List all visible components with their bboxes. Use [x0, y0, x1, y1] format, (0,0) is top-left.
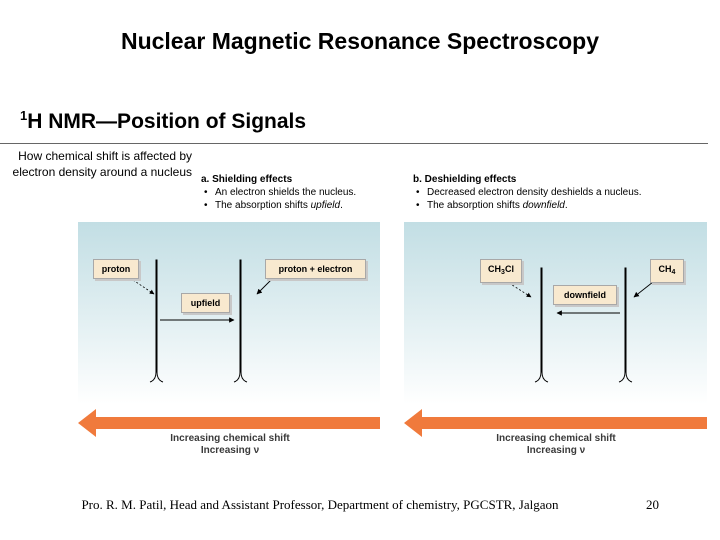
shielding-bullet-2-em: upfield: [310, 200, 341, 211]
shielding-panel: [78, 222, 380, 404]
label-ch3cl-main: CH: [488, 264, 502, 274]
shielding-heading-block: a. Shielding effects An electron shields…: [201, 173, 356, 212]
shielding-peak-upfield: [233, 259, 248, 383]
deshielding-chemical-shift-arrow: [404, 409, 707, 437]
shielding-chemical-shift-arrow: [78, 409, 380, 437]
shielding-pointer-electron: [256, 277, 274, 295]
shielding-caption-line-1: Increasing chemical shift: [170, 433, 290, 444]
deshielding-panel: [404, 222, 707, 404]
deshielding-heading-block: b. Deshielding effects Decreased electro…: [413, 173, 642, 212]
deshielding-bullet-2: The absorption shifts downfield.: [413, 199, 642, 212]
shielding-bullet-2: The absorption shifts upfield.: [201, 199, 356, 212]
label-proton: proton: [93, 259, 139, 279]
deshielding-caption: Increasing chemical shift Increasing ν: [426, 433, 686, 457]
label-downfield: downfield: [553, 285, 617, 305]
shielding-bullet-1: An electron shields the nucleus.: [201, 186, 356, 199]
label-proton-electron: proton + electron: [265, 259, 366, 279]
deshielding-pointer-ch4: [633, 281, 654, 298]
shielding-caption: Increasing chemical shift Increasing ν: [100, 433, 360, 457]
shielding-heading: a. Shielding effects: [201, 174, 293, 185]
label-ch4-sub: 4: [671, 269, 676, 276]
deshielding-bullet-2-suffix: .: [564, 200, 568, 211]
subtitle-text: H NMR—Position of Signals: [27, 110, 307, 133]
deshielding-caption-line-2: Increasing ν: [526, 445, 586, 456]
label-ch3cl-tail: Cl: [504, 264, 514, 274]
deshielding-caption-line-1: Increasing chemical shift: [496, 433, 616, 444]
shielding-peak-proton: [149, 259, 164, 383]
shielding-pointer-proton: [132, 279, 155, 295]
deshielding-peak-ch4: [618, 267, 633, 383]
label-ch4-main: CH: [658, 264, 672, 274]
shielding-caption-line-2: Increasing ν: [200, 445, 260, 456]
deshielding-bullet-2-prefix: The absorption shifts: [427, 200, 523, 211]
slide-subtitle: 1H NMR—Position of Signals: [20, 108, 306, 134]
side-note: How chemical shift is affected by electr…: [12, 149, 192, 179]
deshielding-peak-ch3cl: [534, 267, 549, 383]
deshielding-heading: b. Deshielding effects: [413, 174, 517, 185]
divider-line: [0, 143, 708, 144]
deshielding-pointer-ch3cl: [508, 282, 532, 298]
slide-title: Nuclear Magnetic Resonance Spectroscopy: [120, 28, 600, 54]
slide-footer: Pro. R. M. Patil, Head and Assistant Pro…: [81, 497, 559, 512]
page-number: 20: [646, 497, 659, 512]
label-upfield: upfield: [181, 293, 230, 313]
label-ch3cl-sub: 3: [501, 269, 505, 276]
shielding-bullet-2-suffix: .: [340, 200, 343, 211]
shielding-bullet-2-prefix: The absorption shifts: [215, 200, 311, 211]
deshielding-bullet-2-em: downfield: [522, 200, 565, 211]
subtitle-superscript: 1: [20, 108, 28, 123]
label-ch4: CH4: [650, 259, 684, 283]
deshielding-bullet-1: Decreased electron density deshields a n…: [413, 186, 642, 199]
label-ch3cl: CH3Cl: [480, 259, 522, 283]
